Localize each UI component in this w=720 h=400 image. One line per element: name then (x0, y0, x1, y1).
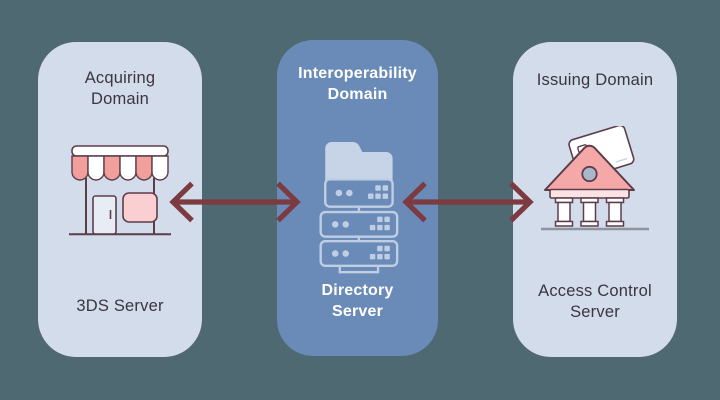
bidirectional-arrow-right (401, 180, 535, 224)
bidirectional-arrow-left (168, 180, 302, 224)
issuing-domain-title: Issuing Domain (536, 71, 654, 89)
domain-card-issuing: Issuing Domain (513, 42, 677, 357)
acquiring-domain-title: Acquiring Domain (84, 69, 156, 109)
storefront-icon (65, 144, 175, 240)
server-stack-icon (307, 132, 409, 274)
acquiring-server-label: 3DS Server (76, 296, 164, 315)
bank-icon (533, 124, 657, 238)
interoperability-domain-title: Interoperability Domain (298, 65, 417, 103)
access-control-server-label: Access Control Server (538, 281, 652, 321)
directory-server-label: Directory Server (321, 282, 394, 320)
